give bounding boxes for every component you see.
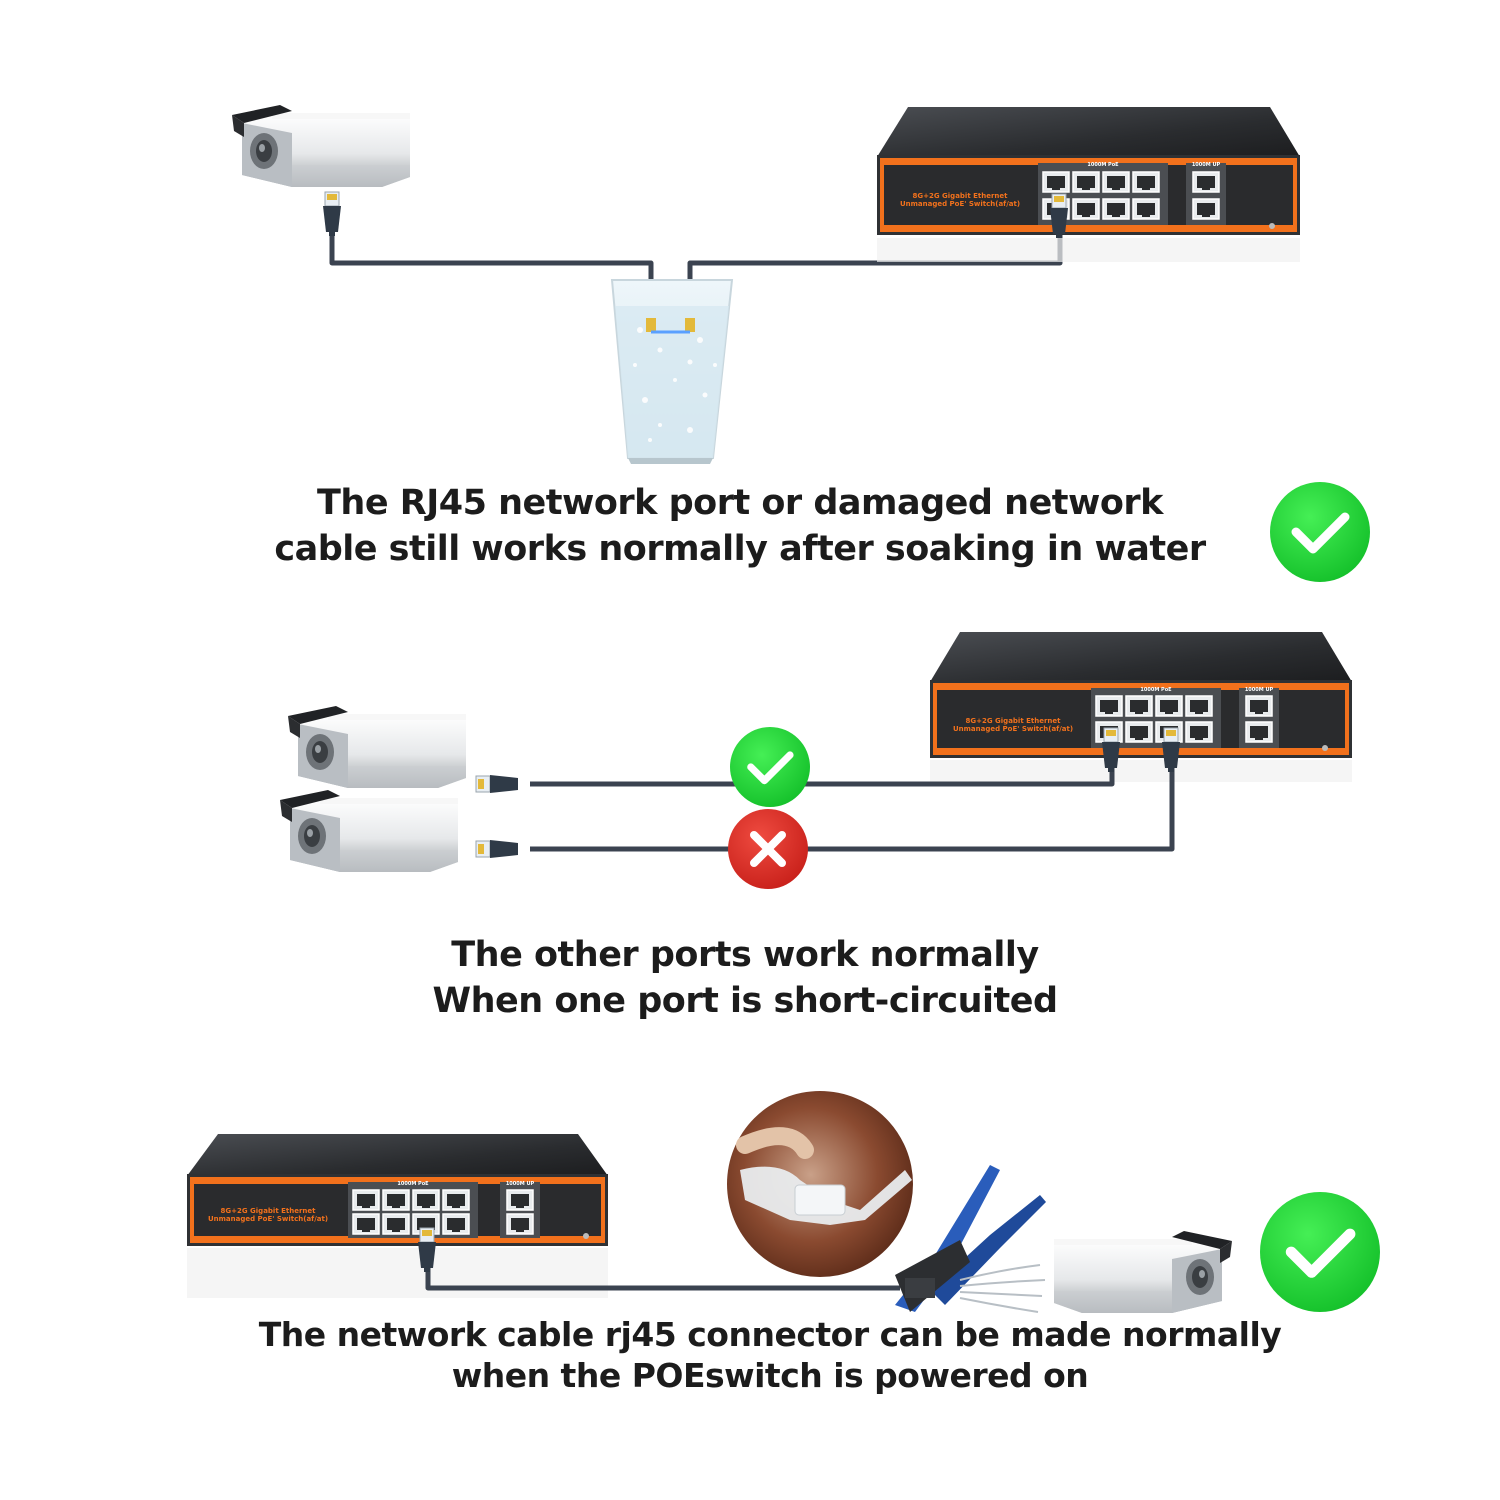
water-glass-icon <box>610 279 734 464</box>
switch-poe-label: 1000M PoE <box>1087 162 1119 168</box>
panel-1-illustration: 8G+2G Gigabit Ethernet Unmanaged PoE' Sw… <box>232 105 1500 610</box>
caption-line: when the POEswitch is powered on <box>451 1356 1089 1395</box>
switch-model-line2: Unmanaged PoE' Switch(af/at) <box>900 200 1020 208</box>
switch-poe-label: 1000M PoE <box>1140 687 1172 693</box>
panel-crimping: 8G+2G Gigabit Ethernet Unmanaged PoE' Sw… <box>0 1050 1500 1500</box>
camera-icon <box>280 790 519 872</box>
switch-uplink-label: 1000M UP <box>1192 162 1221 168</box>
panel-3-illustration: 8G+2G Gigabit Ethernet Unmanaged PoE' Sw… <box>187 1091 1500 1500</box>
caption: The network cable rj45 connector can be … <box>20 1314 1500 1396</box>
switch-uplink-label: 1000M UP <box>1245 687 1274 693</box>
switch-poe-label: 1000M PoE <box>397 1181 429 1187</box>
caption-line: The other ports work normally <box>451 935 1039 975</box>
check-icon <box>1260 1192 1380 1312</box>
poe-switch-icon: 8G+2G Gigabit Ethernet Unmanaged PoE' Sw… <box>877 107 1300 262</box>
caption-line: cable still works normally after soaking… <box>274 529 1206 569</box>
panel-water-soak: 8G+2G Gigabit Ethernet Unmanaged PoE' Sw… <box>0 0 1500 610</box>
poe-switch-icon: 8G+2G Gigabit Ethernet Unmanaged PoE' Sw… <box>187 1134 608 1298</box>
camera-icon <box>1054 1231 1232 1313</box>
caption-line: When one port is short-circuited <box>432 981 1058 1021</box>
panel-short-circuit: 8G+2G Gigabit Ethernet Unmanaged PoE' Sw… <box>0 610 1500 1050</box>
panel-2-illustration: 8G+2G Gigabit Ethernet Unmanaged PoE' Sw… <box>280 632 1352 1050</box>
switch-model-line1: 8G+2G Gigabit Ethernet <box>913 192 1009 200</box>
switch-model-line2: Unmanaged PoE' Switch(af/at) <box>953 725 1073 733</box>
crimp-photo <box>727 1091 913 1277</box>
caption: The other ports work normally When one p… <box>0 932 1495 1024</box>
rj45-connector-icon <box>417 1227 437 1273</box>
cable-line <box>425 1265 900 1291</box>
crimping-tool-icon <box>895 1165 1046 1313</box>
cross-icon <box>728 809 808 889</box>
poe-switch-icon: 8G+2G Gigabit Ethernet Unmanaged PoE' Sw… <box>930 632 1352 782</box>
switch-model-line2: Unmanaged PoE' Switch(af/at) <box>208 1215 328 1223</box>
check-icon <box>730 727 810 807</box>
camera-icon <box>288 706 519 794</box>
switch-model-line1: 8G+2G Gigabit Ethernet <box>221 1207 317 1215</box>
caption-line: The network cable rj45 connector can be … <box>258 1315 1282 1354</box>
switch-uplink-label: 1000M UP <box>506 1181 535 1187</box>
camera-icon <box>232 105 410 237</box>
switch-model-line1: 8G+2G Gigabit Ethernet <box>966 717 1062 725</box>
caption: The RJ45 network port or damaged network… <box>0 480 1490 572</box>
caption-line: The RJ45 network port or damaged network <box>317 483 1163 523</box>
